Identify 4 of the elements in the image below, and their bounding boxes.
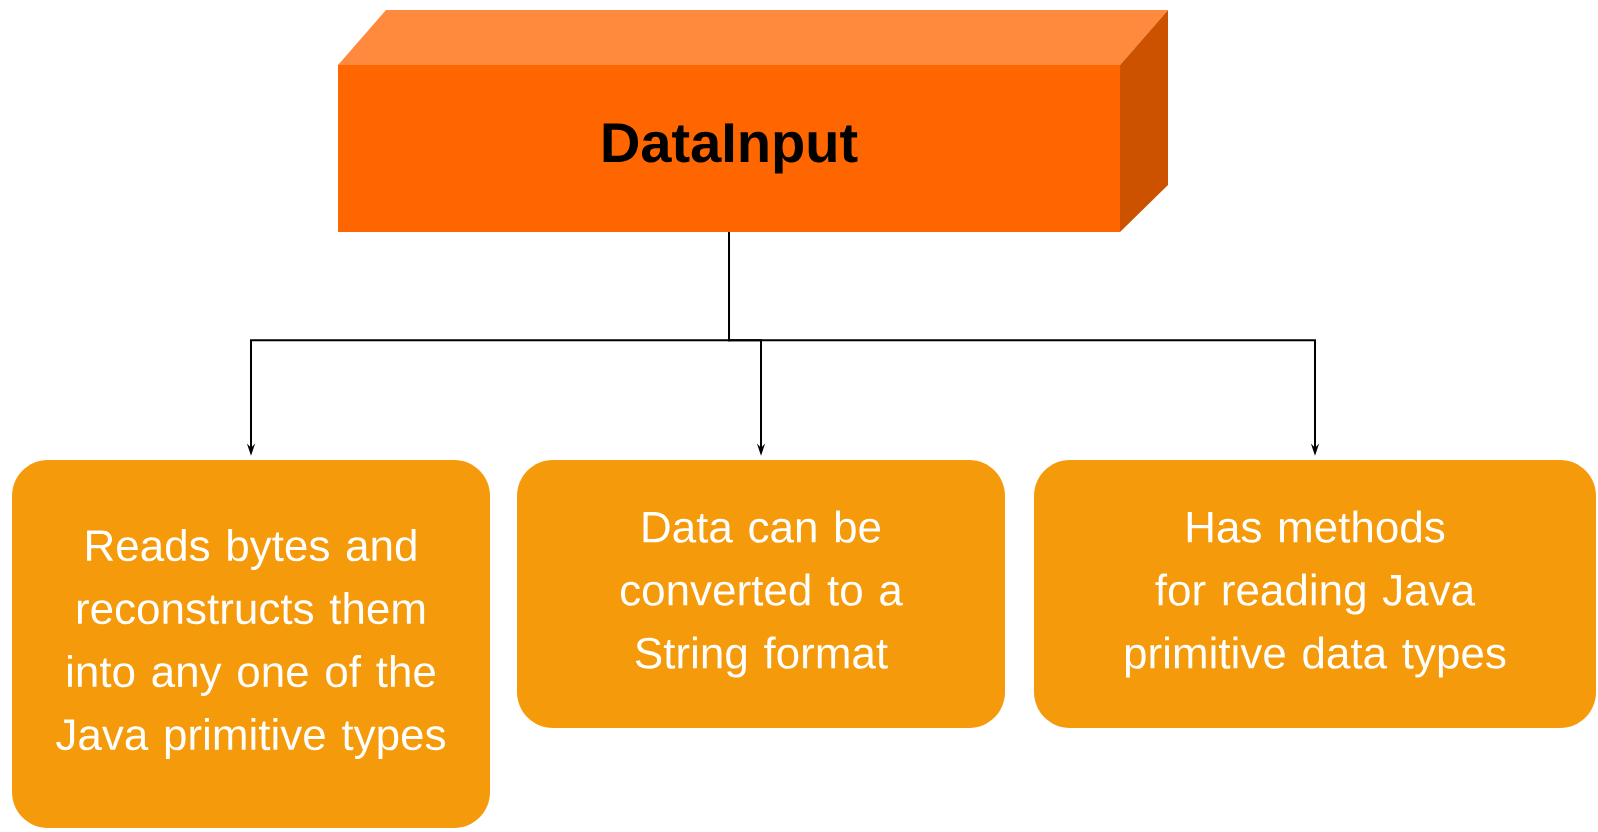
process-box: Data can be converted to a String format	[517, 460, 1005, 728]
block-box: DataInput	[338, 10, 1168, 232]
process-box: Reads bytes and reconstructs them into any one of the Java primitive types	[12, 460, 490, 828]
process-box: Has methods for reading Java primitive data types	[1034, 460, 1596, 728]
